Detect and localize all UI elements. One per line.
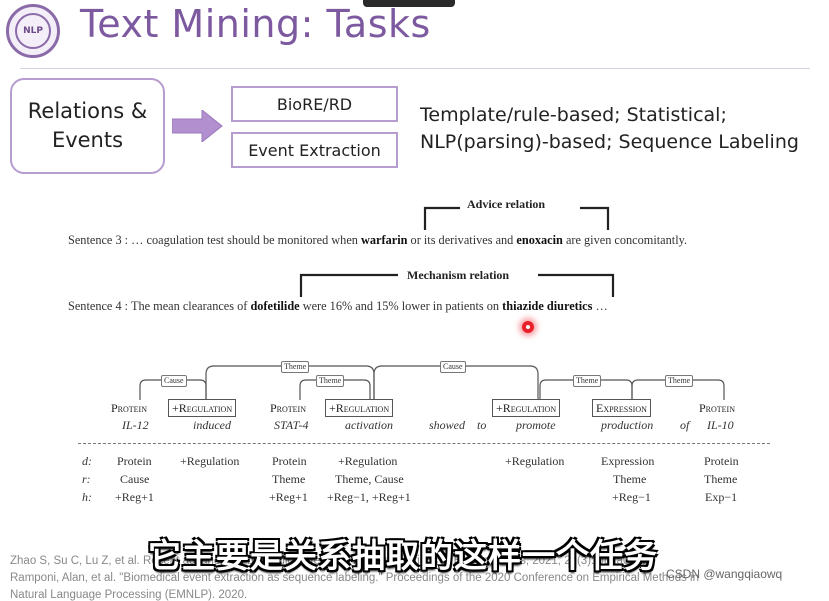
edge-label-theme: Theme xyxy=(316,375,345,387)
edge-label-theme: Theme xyxy=(573,375,602,387)
s4-entity-dofetilide: dofetilide xyxy=(250,299,300,313)
token-type-boxed: +Regulation xyxy=(492,399,561,417)
d-cell: Expression xyxy=(601,454,655,468)
csdn-watermark: CSDN @wangqiaowq xyxy=(666,567,783,581)
token-type: Protein xyxy=(270,401,307,415)
dashed-separator xyxy=(78,443,770,444)
s4-text-pre: Sentence 4 : The mean clearances of xyxy=(68,299,251,313)
token-word: showed xyxy=(429,418,465,432)
reference-1: Zhao S, Su C, Lu Z, et al. Recent advanc… xyxy=(10,555,646,567)
token-type-boxed: Expression xyxy=(592,399,651,417)
mechanism-relation-label: Mechanism relation xyxy=(407,268,510,282)
sentence-3: Sentence 3 : … coagulation test should b… xyxy=(68,233,687,248)
s3-text-mid: or its derivatives and xyxy=(407,233,517,247)
biore-rd-box: BioRE/RD xyxy=(231,86,398,122)
s4-text-post: … xyxy=(592,299,608,313)
advice-relation-label: Advice relation xyxy=(467,197,546,211)
r-cell: Theme xyxy=(613,472,647,486)
reference-3: Natural Language Processing (EMNLP). 202… xyxy=(10,589,248,601)
reference-2: Ramponi, Alan, et al. "Biomedical event … xyxy=(10,572,699,584)
token-word: IL-10 xyxy=(707,418,734,432)
token-word: activation xyxy=(345,418,393,432)
s3-text-pre: Sentence 3 : … coagulation test should b… xyxy=(68,233,362,247)
methods-text: Template/rule-based; Statistical; NLP(pa… xyxy=(420,102,799,156)
laser-pointer-dot xyxy=(522,321,534,333)
d-cell: Protein xyxy=(704,454,739,468)
event-extraction-box: Event Extraction xyxy=(231,132,398,168)
row-label-h: h: xyxy=(82,490,92,504)
token-type: Protein xyxy=(699,401,736,415)
h-cell: +Reg+1 xyxy=(115,490,154,504)
d-cell: Protein xyxy=(272,454,307,468)
token-word: induced xyxy=(193,418,231,432)
d-cell: Protein xyxy=(117,454,152,468)
token-word: STAT-4 xyxy=(274,418,309,432)
edge-label-theme: Theme xyxy=(281,361,310,373)
row-label-r: r: xyxy=(82,472,91,486)
events-label: Events xyxy=(51,128,124,152)
university-logo: NLP xyxy=(6,4,60,58)
token-word: of xyxy=(680,418,690,432)
video-subtitle: 它主要是关系抽取的这样一个任务 xyxy=(148,536,658,575)
token-type-boxed: +Regulation xyxy=(168,399,237,417)
sentence-4: Sentence 4 : The mean clearances of dofe… xyxy=(68,299,608,314)
methods-line-1: Template/rule-based; Statistical; xyxy=(420,104,727,126)
edge-label-theme: Theme xyxy=(665,375,694,387)
event-arcs xyxy=(139,365,725,400)
d-cell: +Regulation xyxy=(505,454,565,468)
s3-text-post: are given concomitantly. xyxy=(562,233,688,247)
r-cell: Theme xyxy=(704,472,738,486)
logo-emblem: NLP xyxy=(15,13,51,49)
r-cell: Theme, Cause xyxy=(335,472,404,486)
title-divider xyxy=(20,68,810,69)
slide-title: Text Mining: Tasks xyxy=(80,2,431,46)
relations-events-box: Relations & Events xyxy=(10,78,165,174)
row-label-d: d: xyxy=(82,454,92,468)
right-arrow-icon xyxy=(172,110,223,142)
relation-brackets xyxy=(299,206,615,297)
methods-line-2: NLP(parsing)-based; Sequence Labeling xyxy=(420,131,799,153)
token-type-boxed: +Regulation xyxy=(325,399,394,417)
relations-label: Relations & xyxy=(27,99,148,123)
d-cell: +Regulation xyxy=(180,454,240,468)
h-cell: +Reg+1 xyxy=(269,490,308,504)
r-cell: Theme xyxy=(272,472,306,486)
token-word: IL-12 xyxy=(122,418,149,432)
edge-label-cause: Cause xyxy=(440,361,466,373)
window-top-bar xyxy=(363,0,455,7)
r-cell: Cause xyxy=(120,472,150,486)
h-cell: Exp−1 xyxy=(705,490,738,504)
s3-entity-enoxacin: enoxacin xyxy=(516,233,563,247)
edge-label-cause: Cause xyxy=(161,375,187,387)
d-cell: +Regulation xyxy=(338,454,398,468)
token-word: production xyxy=(601,418,654,432)
s3-entity-warfarin: warfarin xyxy=(361,233,408,247)
h-cell: +Reg−1, +Reg+1 xyxy=(327,490,411,504)
s4-text-mid: were 16% and 15% lower in patients on xyxy=(299,299,503,313)
s4-entity-thiazide: thiazide diuretics xyxy=(502,299,593,313)
token-word: to xyxy=(477,418,487,432)
h-cell: +Reg−1 xyxy=(612,490,651,504)
token-type: Protein xyxy=(111,401,148,415)
token-word: promote xyxy=(516,418,556,432)
